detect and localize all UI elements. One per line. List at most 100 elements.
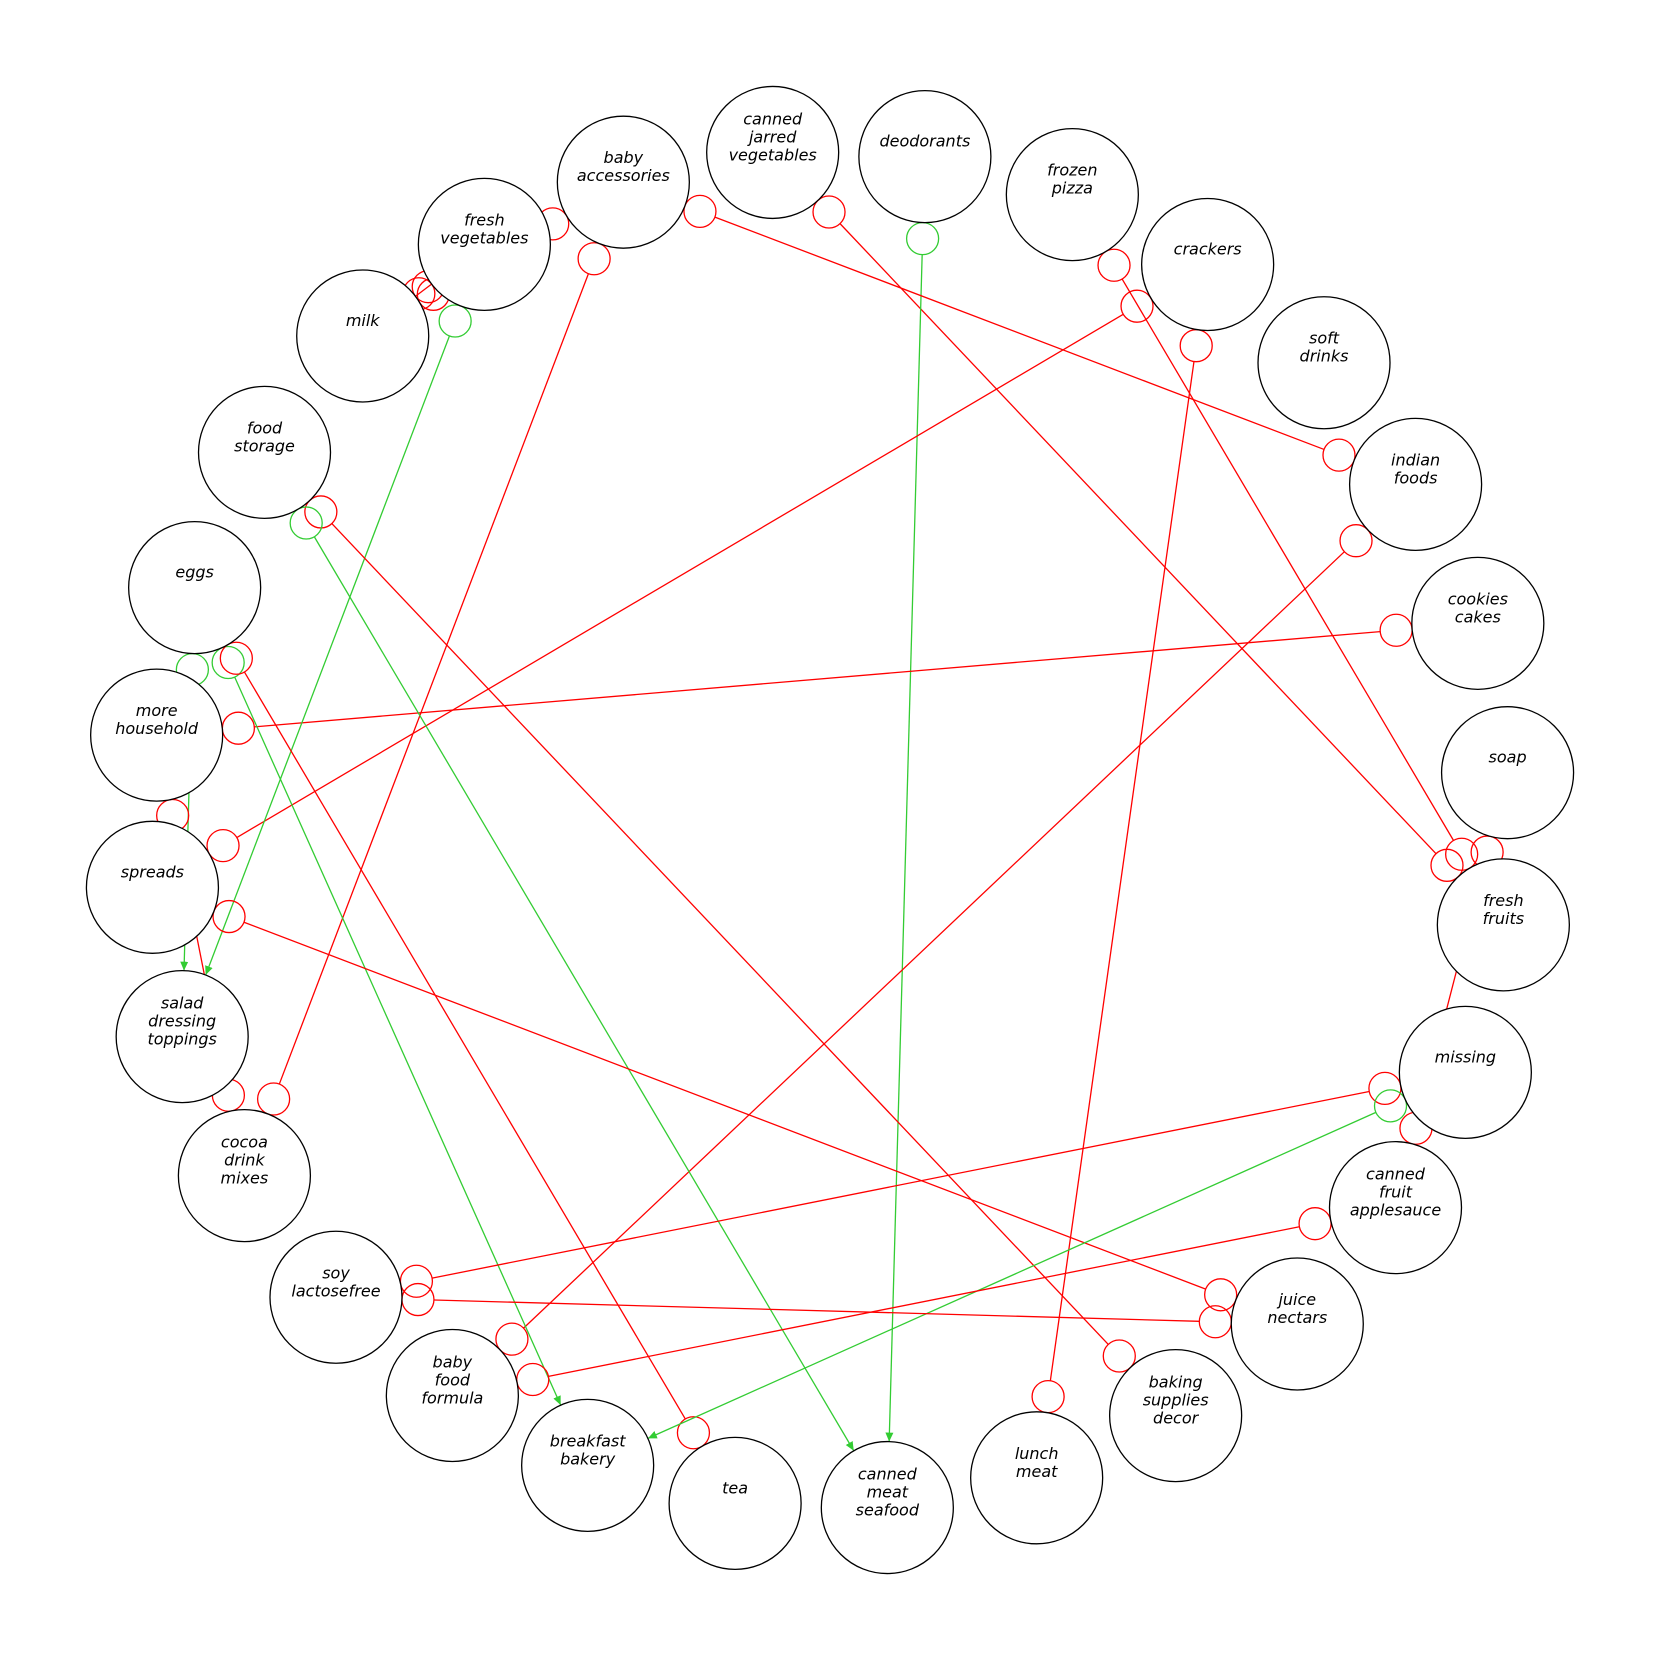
edge-target-marker bbox=[495, 1322, 529, 1356]
edge-source-marker bbox=[577, 242, 611, 276]
edge-line bbox=[236, 313, 1124, 839]
node-label: deodorants bbox=[879, 132, 970, 151]
node-label: fresh bbox=[1483, 891, 1524, 910]
edge-source-marker bbox=[1179, 329, 1213, 363]
node-crackers: crackers bbox=[1140, 197, 1275, 332]
edge-target-marker bbox=[1102, 1339, 1136, 1373]
node-label: dressing bbox=[148, 1012, 216, 1031]
node-label: formula bbox=[421, 1388, 483, 1407]
edge-target-marker bbox=[206, 828, 240, 863]
edge-line bbox=[433, 1299, 1200, 1322]
node-label: indian bbox=[1391, 450, 1440, 469]
node-label: toppings bbox=[147, 1030, 216, 1049]
node-label: missing bbox=[1435, 1047, 1496, 1066]
edge-line bbox=[278, 273, 590, 1085]
edge-source-marker bbox=[812, 195, 846, 229]
node-missing: missing bbox=[1398, 1005, 1532, 1139]
edge-source-marker bbox=[219, 641, 253, 675]
edge-eggs-to-tea bbox=[219, 641, 711, 1450]
node-circle bbox=[128, 521, 262, 655]
edge-food-storage-to-canned-meat-seafood bbox=[289, 506, 855, 1452]
node-label: nectars bbox=[1267, 1308, 1327, 1327]
node-label: food bbox=[247, 418, 283, 437]
edge-target-marker bbox=[256, 1082, 291, 1116]
edge-line bbox=[714, 216, 1325, 451]
node-label: baby bbox=[433, 1352, 473, 1371]
node-circle bbox=[1005, 128, 1139, 262]
node-circle bbox=[1398, 1005, 1532, 1139]
node-label: meat bbox=[867, 1483, 909, 1502]
node-label: salad bbox=[161, 994, 204, 1013]
edge-frozen-pizza-to-fresh-fruits bbox=[1097, 248, 1479, 871]
node-label: lunch bbox=[1015, 1444, 1059, 1463]
edge-crackers-to-spreads bbox=[206, 289, 1154, 863]
edge-cookies-cakes-to-more-household bbox=[221, 613, 1413, 745]
node-label: decor bbox=[1153, 1409, 1200, 1428]
node-milk: milk bbox=[296, 269, 430, 403]
node-circle bbox=[1436, 858, 1570, 992]
node-circle bbox=[1440, 706, 1575, 840]
edge-target-marker bbox=[1445, 837, 1479, 871]
edges-layer bbox=[156, 194, 1504, 1452]
node-label: seafood bbox=[856, 1501, 920, 1520]
edge-source-marker bbox=[289, 506, 323, 540]
edge-target-marker bbox=[676, 1416, 711, 1450]
node-circle bbox=[177, 1108, 312, 1243]
edge-source-marker bbox=[683, 194, 717, 229]
edge-baby-accessories-to-cocoa-drink-mixes bbox=[256, 242, 611, 1116]
node-circle bbox=[521, 1398, 655, 1532]
edge-fresh-vegetables-to-salad-dressing-toppings bbox=[205, 304, 472, 976]
node-label: drinks bbox=[1300, 347, 1349, 366]
node-circle bbox=[1230, 1257, 1364, 1391]
node-circle bbox=[858, 90, 992, 224]
node-circle bbox=[90, 668, 224, 802]
node-circle bbox=[115, 970, 249, 1104]
node-label: fruit bbox=[1379, 1183, 1413, 1202]
node-label: milk bbox=[346, 311, 380, 330]
edge-target-marker bbox=[1322, 438, 1356, 472]
node-label: cocoa bbox=[221, 1133, 268, 1152]
node-spreads: spreads bbox=[85, 820, 220, 954]
node-label: pizza bbox=[1051, 179, 1093, 198]
edge-crackers-to-lunch-meat bbox=[1031, 329, 1213, 1414]
edge-line bbox=[313, 536, 855, 1452]
node-label: soy bbox=[322, 1263, 350, 1282]
node-circle bbox=[1328, 1140, 1463, 1275]
node-label: household bbox=[115, 719, 199, 738]
node-label: lactosefree bbox=[291, 1281, 380, 1300]
edge-indian-foods-to-baby-food-formula bbox=[495, 524, 1373, 1356]
edge-source-marker bbox=[438, 304, 472, 338]
edge-canned-jarred-vegetables-to-fresh-fruits bbox=[812, 195, 1464, 882]
edge-target-marker bbox=[1031, 1379, 1065, 1414]
edge-source-marker bbox=[1373, 1089, 1408, 1123]
node-label: storage bbox=[234, 436, 295, 455]
node-label: jarred bbox=[747, 127, 797, 146]
node-label: canned bbox=[743, 109, 803, 128]
edge-line bbox=[331, 523, 1109, 1345]
edge-baby-accessories-to-indian-foods bbox=[683, 194, 1356, 472]
node-circle bbox=[417, 177, 552, 312]
edge-source-marker bbox=[1097, 248, 1131, 282]
node-label: cookies bbox=[1448, 589, 1508, 608]
edge-eggs-to-breakfast-bakery bbox=[211, 645, 562, 1406]
edge-source-marker bbox=[211, 645, 245, 680]
node-label: accessories bbox=[577, 166, 670, 185]
node-label: canned bbox=[858, 1465, 918, 1484]
node-label: vegetables bbox=[729, 145, 817, 164]
edge-missing-to-breakfast-bakery bbox=[647, 1089, 1408, 1439]
edge-source-marker bbox=[1379, 613, 1413, 647]
edge-target-marker bbox=[516, 1362, 550, 1397]
node-label: bakery bbox=[560, 1449, 616, 1468]
edge-line bbox=[243, 921, 1206, 1290]
edge-source-marker bbox=[905, 221, 940, 256]
node-circle bbox=[296, 269, 430, 403]
